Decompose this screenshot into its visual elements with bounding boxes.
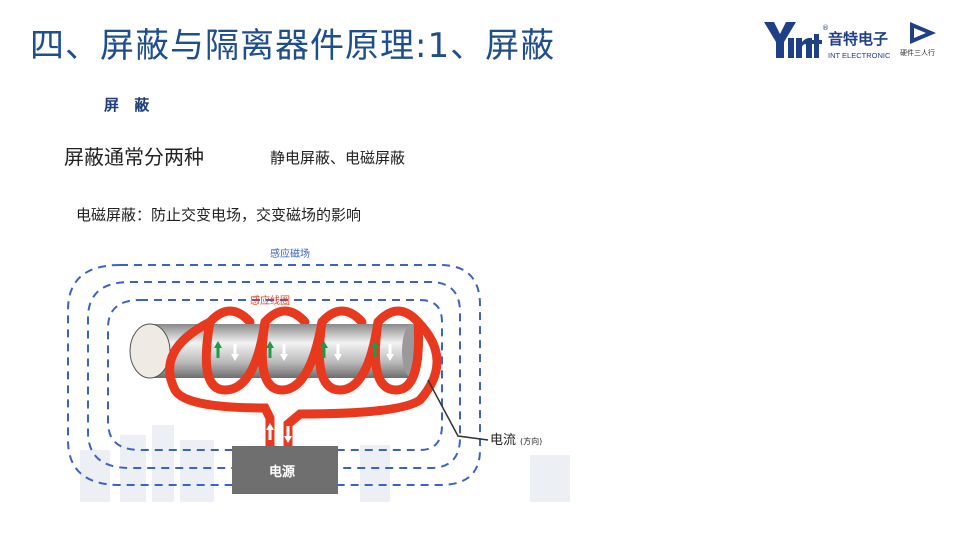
arrow-up-icon — [371, 341, 379, 348]
label-power: 电源 — [269, 464, 295, 480]
coil-front — [165, 317, 442, 451]
description-text: 电磁屏蔽：防止交变电场，交变磁场的影响 — [76, 206, 362, 224]
skyline-background — [80, 425, 570, 502]
slide-title: 四、屏蔽与隔离器件原理:1、屏蔽 — [30, 26, 556, 66]
magnetic-field-lines — [67, 264, 481, 486]
intro-types: 静电屏蔽、电磁屏蔽 — [270, 149, 406, 167]
arrow-down-icon — [284, 436, 292, 443]
label-current: 电流 — [490, 433, 516, 448]
arrow-up-icon — [266, 423, 274, 430]
arrow-down-icon — [231, 354, 239, 361]
partner-logo-icon — [910, 22, 936, 44]
arrow-down-icon — [280, 354, 288, 361]
current-arrows — [214, 341, 394, 443]
section-subheading: 屏 蔽 — [104, 96, 155, 114]
logo-brand-en: INT ELECTRONIC — [828, 51, 891, 60]
arrow-down-icon — [334, 354, 342, 361]
company-logo: ® 音特电子 INT ELECTRONIC 硬件三人行 — [762, 20, 942, 64]
current-leader-line — [427, 379, 489, 441]
label-coil: 感应线圈 — [250, 294, 290, 307]
label-direction: (方向) — [520, 436, 542, 446]
electromagnetic-shielding-diagram: 感应磁场 感应线圈 — [67, 247, 570, 502]
label-magnetic-field: 感应磁场 — [270, 247, 310, 260]
int-logo-mark-icon — [764, 22, 822, 58]
arrow-down-icon — [386, 354, 394, 361]
arrow-up-icon — [266, 341, 274, 348]
arrow-up-icon — [214, 341, 222, 348]
registered-mark: ® — [822, 24, 829, 32]
logo-brand-cn: 音特电子 — [828, 30, 889, 48]
arrow-up-icon — [320, 341, 328, 348]
coil-back — [205, 306, 423, 327]
intro-text: 屏蔽通常分两种 — [64, 145, 204, 169]
power-source-box — [232, 446, 338, 494]
partner-logo-text: 硬件三人行 — [900, 50, 935, 57]
